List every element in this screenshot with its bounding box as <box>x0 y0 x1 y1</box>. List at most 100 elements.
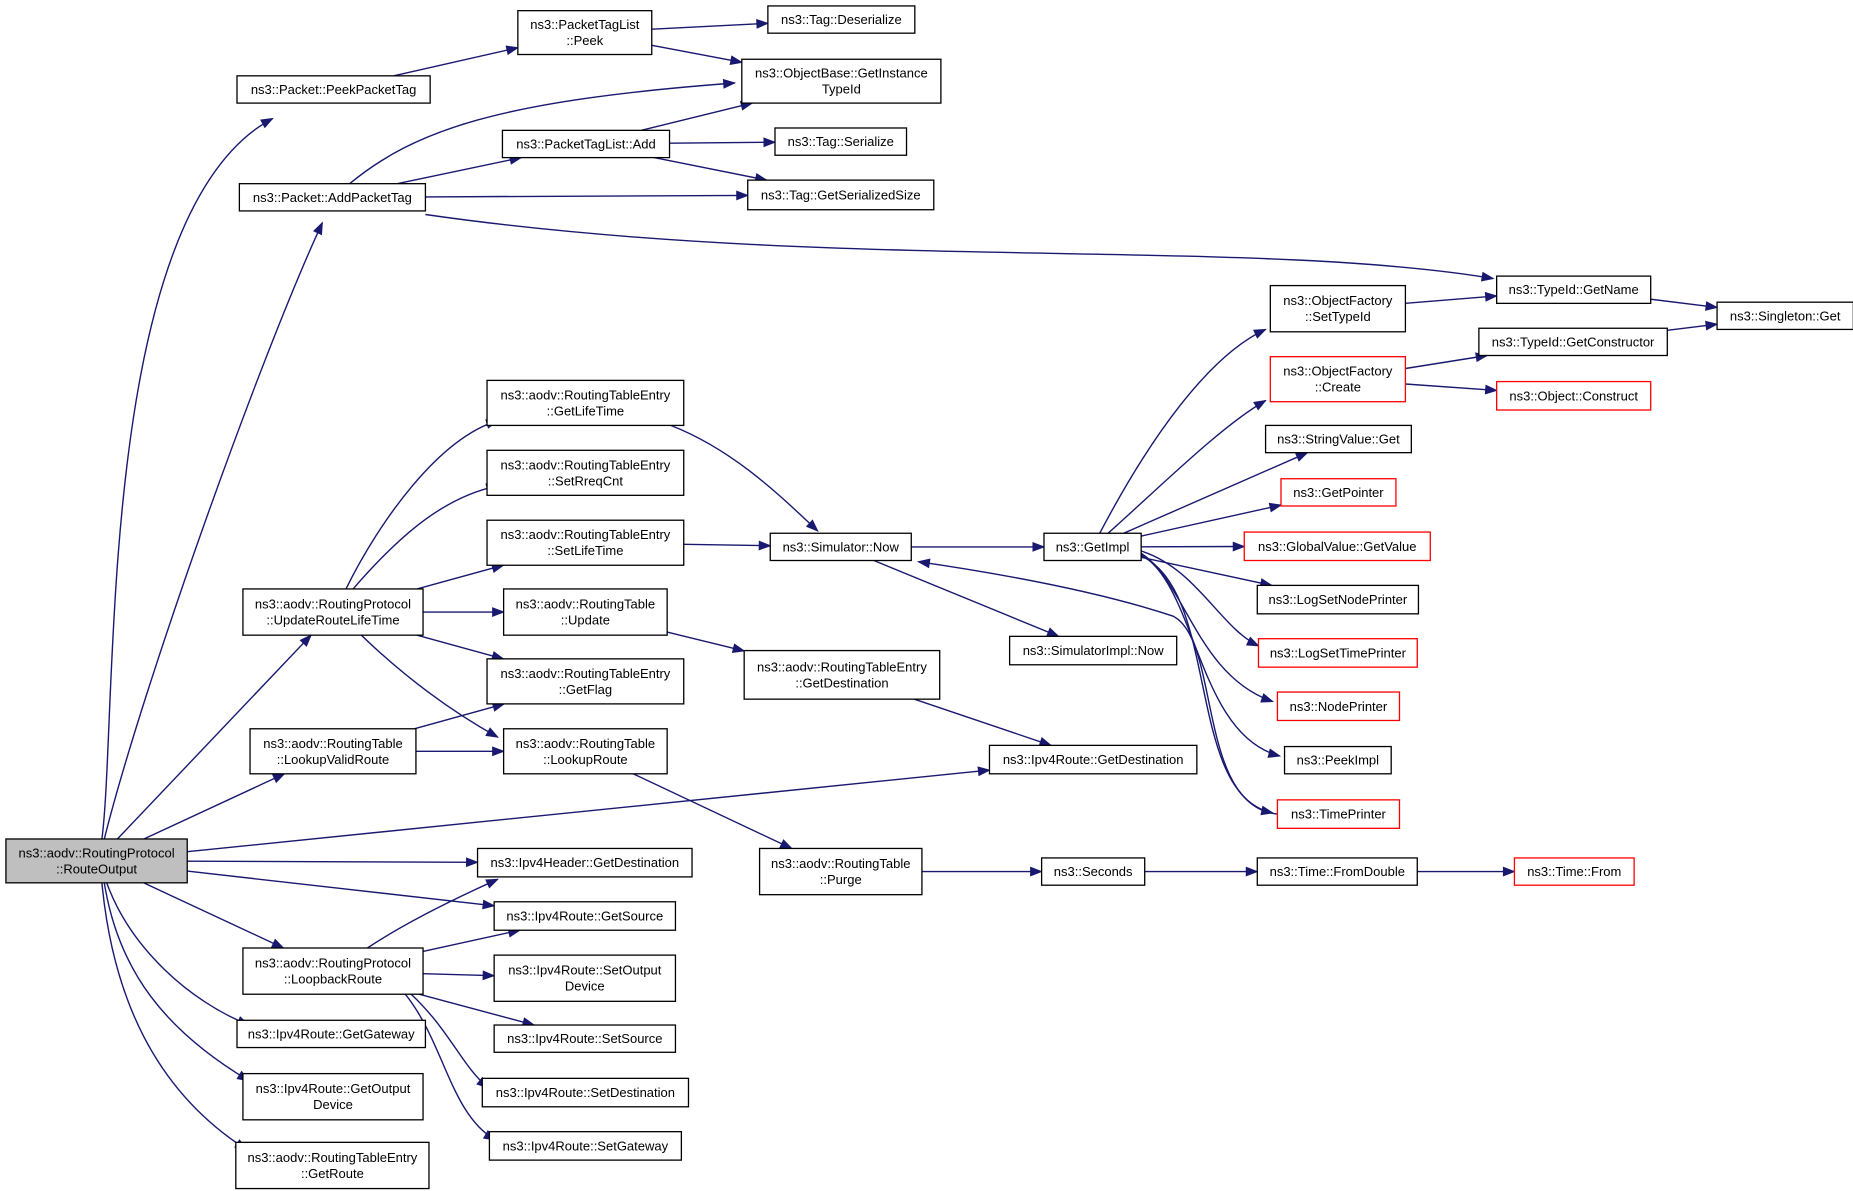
node-get-impl[interactable]: ns3::GetImpl <box>1043 532 1142 562</box>
node-label: ns3::Tag::Deserialize <box>781 12 902 27</box>
node-label: ns3::aodv::RoutingTableEntry <box>500 527 670 542</box>
edge-line <box>187 769 990 853</box>
node-globalvalue-getvalue[interactable]: ns3::GlobalValue::GetValue <box>1243 531 1431 562</box>
node-label: ns3::Ipv4Route::GetSource <box>506 909 663 924</box>
edge-time_printer-to-simulator_now <box>916 558 1278 815</box>
node-rte-get-destination[interactable]: ns3::aodv::RoutingTableEntry::GetDestina… <box>743 649 941 700</box>
edge-route_output-to-rp_update_route_lifetime <box>116 634 312 840</box>
arrow-head-icon <box>492 607 506 617</box>
edge-ptl_add-to-tag_serialize <box>669 137 777 148</box>
node-label: ns3::Time::From <box>1527 864 1621 879</box>
node-route-output[interactable]: ns3::aodv::RoutingProtocol::RouteOutput <box>5 838 188 884</box>
node-label: ns3::aodv::RoutingProtocol <box>255 956 411 971</box>
node-box <box>1276 691 1401 722</box>
edge-line <box>1405 295 1497 304</box>
node-label: ns3::aodv::RoutingTableEntry <box>757 659 927 674</box>
node-ipv4route-get-destination[interactable]: ns3::Ipv4Route::GetDestination <box>988 744 1198 775</box>
node-rte-get-lifetime[interactable]: ns3::aodv::RoutingTableEntry::GetLifeTim… <box>486 379 685 427</box>
node-ipv4header-get-destination[interactable]: ns3::Ipv4Header::GetDestination <box>476 847 693 878</box>
arrow-head-icon <box>1294 452 1309 462</box>
node-rt-purge[interactable]: ns3::aodv::RoutingTable::Purge <box>758 847 923 896</box>
node-label: ns3::aodv::RoutingTable <box>771 856 910 871</box>
edge-seconds-to-time_from_double <box>1144 866 1259 877</box>
node-box <box>1040 857 1146 886</box>
arrow-head-icon <box>1260 693 1275 703</box>
node-of-set-typeid[interactable]: ns3::ObjectFactory::SetTypeId <box>1269 284 1407 333</box>
edge-line <box>667 631 745 652</box>
node-typeid-get-constructor[interactable]: ns3::TypeId::GetConstructor <box>1478 327 1668 357</box>
node-label: ns3::aodv::RoutingTable <box>516 736 655 751</box>
node-time-from[interactable]: ns3::Time::From <box>1513 857 1635 886</box>
node-label: ns3::StringValue::Get <box>1277 432 1400 447</box>
arrow-head-icon <box>977 766 991 777</box>
node-rp-loopback-route[interactable]: ns3::aodv::RoutingProtocol::LoopbackRout… <box>242 947 424 995</box>
node-label: ::GetFlag <box>559 682 612 697</box>
node-ipv4route-get-source[interactable]: ns3::Ipv4Route::GetSource <box>493 901 677 931</box>
edge-route_output-to-ipv4route_get_gateway <box>106 882 251 1026</box>
node-label: ns3::Tag::Serialize <box>788 134 894 149</box>
arrow-head-icon <box>492 746 506 757</box>
node-tag-deserialize[interactable]: ns3::Tag::Deserialize <box>767 5 916 34</box>
edge-line <box>367 878 498 949</box>
node-rte-set-rreqcnt[interactable]: ns3::aodv::RoutingTableEntry::SetRreqCnt <box>486 449 685 496</box>
node-time-from-double[interactable]: ns3::Time::FromDouble <box>1256 857 1418 886</box>
edge-add_packet_tag-to-typeid_get_name <box>425 213 1495 282</box>
node-rt-update[interactable]: ns3::aodv::RoutingTable::Update <box>502 588 668 636</box>
node-singleton-get[interactable]: ns3::Singleton::Get <box>1716 301 1853 331</box>
edge-rp_update_route_lifetime-to-rte_get_lifetime <box>345 419 500 590</box>
node-simulator-now[interactable]: ns3::Simulator::Now <box>769 532 912 562</box>
node-time-printer[interactable]: ns3::TimePrinter <box>1276 799 1401 829</box>
edge-rp_update_route_lifetime-to-rte_set_lifetime <box>416 563 505 590</box>
node-rte-get-route[interactable]: ns3::aodv::RoutingTableEntry::GetRoute <box>235 1141 430 1190</box>
node-box <box>501 129 671 159</box>
node-of-create[interactable]: ns3::ObjectFactory::Create <box>1269 356 1407 403</box>
node-rp-update-route-lifetime[interactable]: ns3::aodv::RoutingProtocol::UpdateRouteL… <box>242 588 424 636</box>
edge-line <box>418 993 535 1026</box>
node-box <box>1269 284 1407 333</box>
node-rt-lookup-route[interactable]: ns3::aodv::RoutingTable::LookupRoute <box>502 728 668 775</box>
edge-line <box>422 929 520 953</box>
node-box <box>242 947 424 995</box>
node-ptl-add[interactable]: ns3::PacketTagList::Add <box>501 129 671 159</box>
node-add-packet-tag[interactable]: ns3::Packet::AddPacketTag <box>238 183 427 212</box>
arrow-head-icon <box>916 558 931 569</box>
node-ipv4route-set-source[interactable]: ns3::Ipv4Route::SetSource <box>493 1024 677 1053</box>
node-ipv4route-set-gateway[interactable]: ns3::Ipv4Route::SetGateway <box>488 1131 683 1161</box>
node-ipv4route-set-destination[interactable]: ns3::Ipv4Route::SetDestination <box>481 1077 690 1108</box>
node-typeid-get-name[interactable]: ns3::TypeId::GetName <box>1496 275 1652 305</box>
node-tag-serialize[interactable]: ns3::Tag::Serialize <box>774 127 908 156</box>
node-log-set-node-printer[interactable]: ns3::LogSetNodePrinter <box>1256 584 1420 615</box>
node-log-set-time-printer[interactable]: ns3::LogSetTimePrinter <box>1257 638 1418 668</box>
node-simulatorimpl-now[interactable]: ns3::SimulatorImpl::Now <box>1008 635 1178 666</box>
node-stringvalue-get[interactable]: ns3::StringValue::Get <box>1264 424 1412 454</box>
node-node-printer[interactable]: ns3::NodePrinter <box>1276 691 1401 722</box>
node-rte-get-flag[interactable]: ns3::aodv::RoutingTableEntry::GetFlag <box>486 658 685 705</box>
edge-line <box>352 485 498 590</box>
node-box <box>1716 301 1853 331</box>
node-ipv4route-get-gateway[interactable]: ns3::Ipv4Route::GetGateway <box>236 1019 427 1049</box>
node-rt-lookup-valid-route[interactable]: ns3::aodv::RoutingTable::LookupValidRout… <box>249 728 417 775</box>
node-box <box>1043 532 1142 562</box>
edge-line <box>101 117 273 840</box>
node-box <box>486 658 685 705</box>
node-box <box>758 847 923 896</box>
node-object-construct[interactable]: ns3::Object::Construct <box>1496 380 1652 411</box>
edge-rp_loopback_route-to-ipv4route_set_output_device <box>422 970 496 981</box>
node-seconds[interactable]: ns3::Seconds <box>1040 857 1146 886</box>
edge-add_packet_tag-to-tag_get_serialized_size <box>425 190 750 201</box>
node-ptl-peek[interactable]: ns3::PacketTagList::Peek <box>517 10 653 56</box>
node-box <box>486 379 685 427</box>
node-box <box>1283 745 1392 775</box>
node-tag-get-serialized-size[interactable]: ns3::Tag::GetSerializedSize <box>747 179 935 211</box>
node-get-pointer[interactable]: ns3::GetPointer <box>1280 478 1397 507</box>
node-peek-impl[interactable]: ns3::PeekImpl <box>1283 745 1392 775</box>
node-rte-set-lifetime[interactable]: ns3::aodv::RoutingTableEntry::SetLifeTim… <box>486 519 685 566</box>
arrow-head-icon <box>722 78 737 89</box>
node-peek-packet-tag[interactable]: ns3::Packet::PeekPacketTag <box>236 75 431 104</box>
edge-line <box>416 634 504 660</box>
arrow-head-icon <box>805 519 819 532</box>
edge-route_output-to-ipv4route_get_source <box>187 870 496 910</box>
